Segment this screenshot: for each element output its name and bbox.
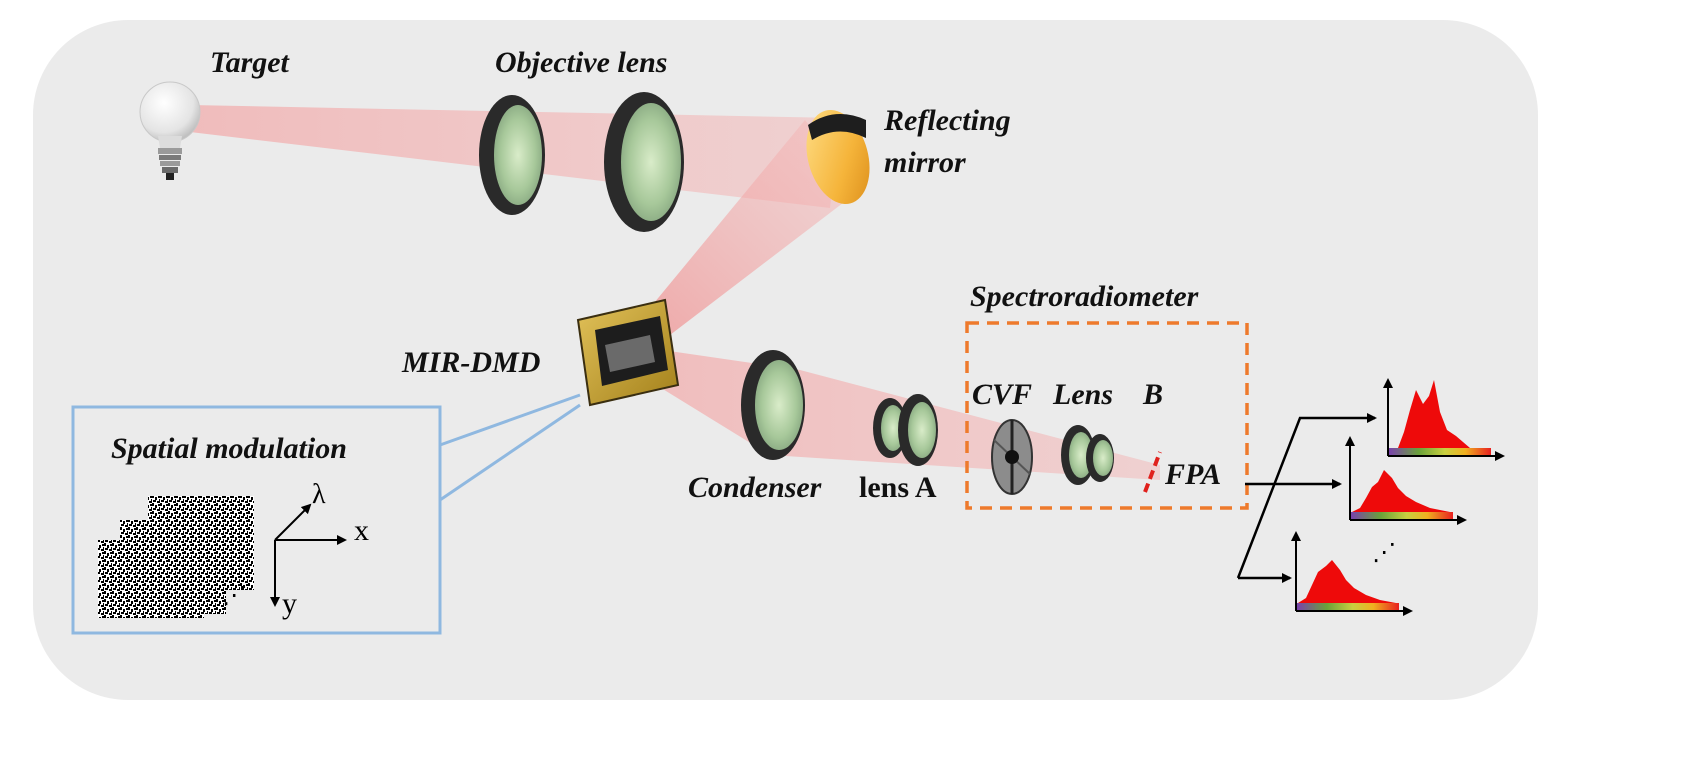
lens-b xyxy=(1061,425,1114,485)
mir-dmd-label: MIR-DMD xyxy=(401,346,540,379)
dmd-chip-icon xyxy=(576,298,680,407)
axis-x-label: x xyxy=(354,514,369,547)
lens-b-word-label: Lens xyxy=(1052,378,1113,411)
fpa-mark xyxy=(1143,451,1162,493)
condenser-lens xyxy=(741,350,805,460)
spectra-ellipsis: ⋰ xyxy=(1372,538,1396,566)
coordinate-axes xyxy=(270,503,347,607)
target-label: Target xyxy=(210,46,291,79)
spectroradiometer-box xyxy=(965,321,1249,510)
axis-lambda-label: λ xyxy=(312,479,326,510)
objective-lens-1 xyxy=(479,95,545,215)
callout-pointer xyxy=(439,393,581,502)
axis-y-label: y xyxy=(282,587,297,620)
pattern-ellipsis: ⋰ xyxy=(222,581,246,609)
fpa-label: FPA xyxy=(1164,458,1221,491)
lens-a-label: lens A xyxy=(859,471,937,504)
modulation-pattern-stack xyxy=(98,496,254,618)
spectrum-plot-icon xyxy=(1345,436,1467,525)
objective-lens-2 xyxy=(604,92,684,232)
reflecting-mirror-label-line1: Reflecting xyxy=(883,104,1011,137)
cvf-label: CVF xyxy=(972,378,1032,411)
output-arrows xyxy=(1236,413,1377,583)
lens-a xyxy=(873,394,938,466)
spectroradiometer-label: Spectroradiometer xyxy=(970,280,1199,313)
light-bulb-icon xyxy=(139,81,201,180)
objective-lens-label: Objective lens xyxy=(495,46,667,79)
reflecting-mirror-label-line2: mirror xyxy=(884,146,966,179)
cvf-filter-icon xyxy=(991,419,1033,495)
spatial-modulation-label: Spatial modulation xyxy=(111,432,347,465)
condenser-label: Condenser xyxy=(688,471,822,504)
mirror-icon xyxy=(806,109,870,205)
lens-b-letter-label: B xyxy=(1142,378,1163,411)
spectrum-plot-icon xyxy=(1291,531,1413,616)
spectrum-plot-icon xyxy=(1383,378,1505,461)
